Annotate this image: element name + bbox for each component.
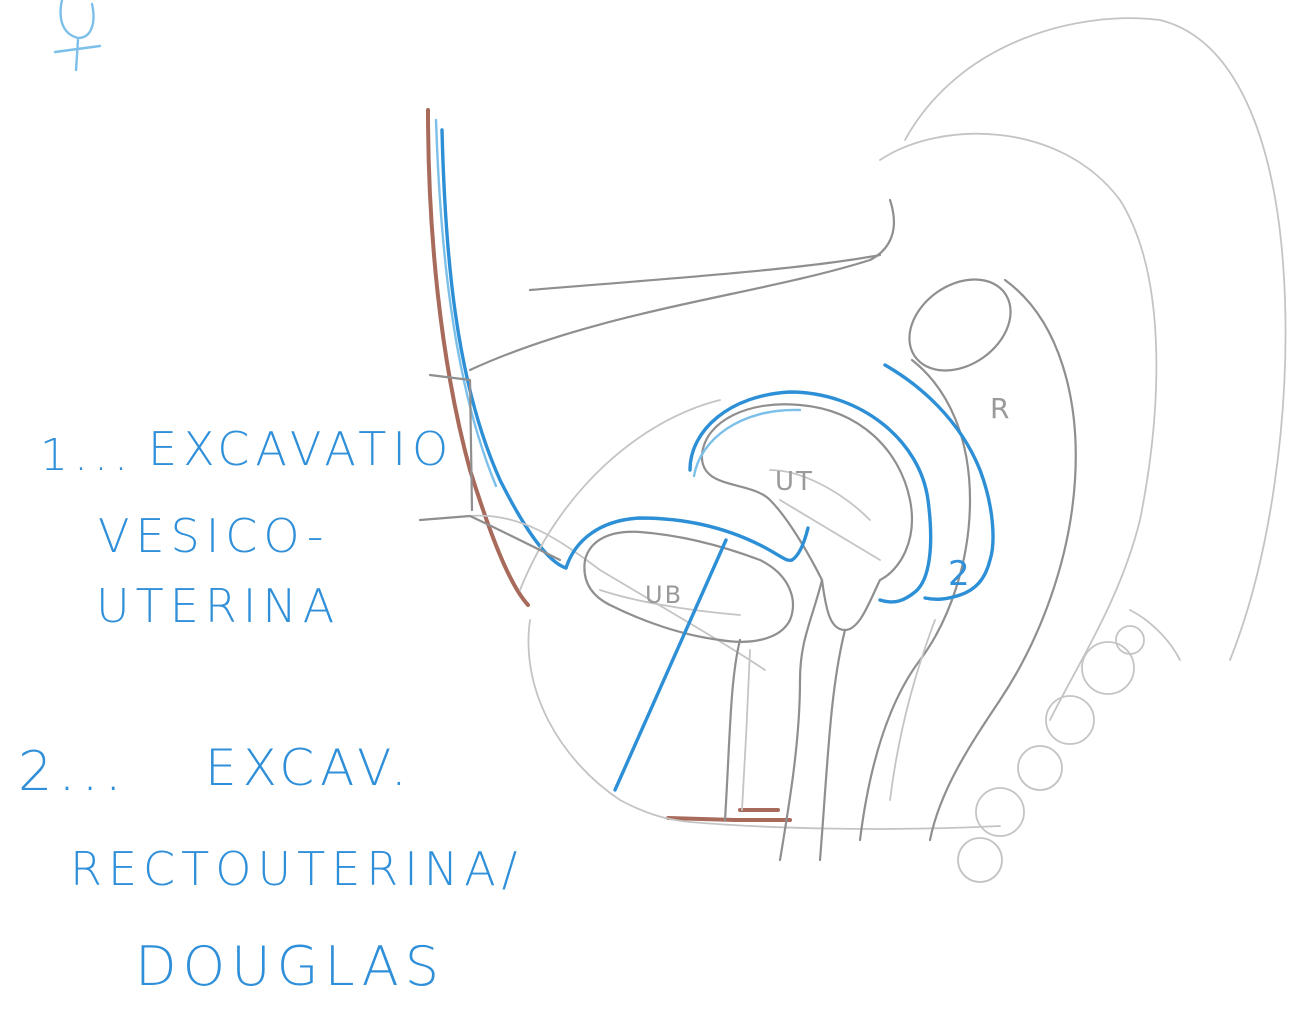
- peritoneum-rectum: [883, 363, 995, 601]
- rectum: [858, 278, 1077, 842]
- corner-symbol: [53, 0, 102, 72]
- label-2-number: 2...: [18, 740, 128, 803]
- label-1-line1: EXCAVATIO: [148, 422, 454, 476]
- annotation-rectouterine: 2... EXCAV. RECTOUTERINA/ DOUGLAS: [18, 739, 523, 998]
- coccyx-circles: [957, 625, 1145, 883]
- label-ub: UB: [645, 581, 683, 609]
- label-r: R: [990, 392, 1011, 425]
- visceral-peritoneum-bladder: [564, 516, 810, 570]
- label-pouch-2: 2: [948, 554, 970, 594]
- urinary-bladder: [583, 530, 794, 822]
- axis-line: [613, 538, 728, 792]
- parietal-peritoneum-light: [434, 118, 498, 488]
- label-2-line1: EXCAV.: [205, 739, 413, 797]
- label-ut: UT: [775, 467, 814, 497]
- annotation-vesicouterine: 1... EXCAVATIO VESICO- UTERINA: [40, 422, 454, 633]
- visceral-peritoneum-uterus: [688, 390, 933, 604]
- visceral-peritoneum-uterus-light: [692, 408, 802, 478]
- label-1-number: 1...: [40, 430, 134, 481]
- label-1-line2: VESICO-: [98, 509, 330, 563]
- perineal-brown-line: [666, 808, 792, 822]
- label-2-line2: RECTOUTERINA/: [70, 842, 523, 896]
- abdominal-wall-line: [426, 108, 530, 607]
- parietal-peritoneum-anterior: [440, 128, 568, 570]
- uterus: [700, 403, 913, 862]
- label-1-leader: [418, 514, 562, 562]
- pelvic-outlines: [419, 198, 1001, 830]
- label-1-line3: UTERINA: [96, 579, 340, 633]
- label-2-line3: DOUGLAS: [135, 935, 445, 998]
- sacrum-outline: [879, 17, 1287, 721]
